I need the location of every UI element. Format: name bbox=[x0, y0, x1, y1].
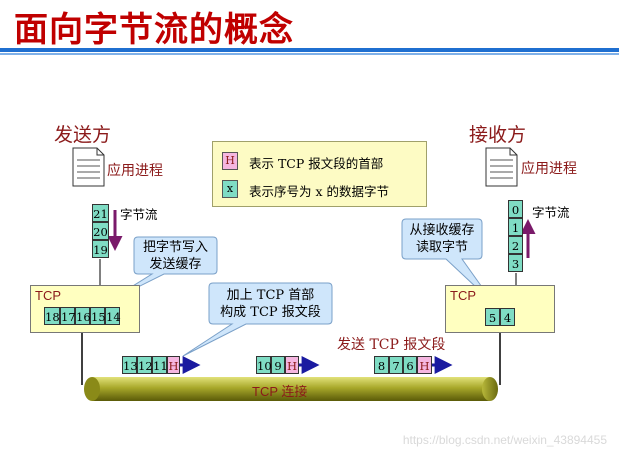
receiver-callout-line2: 读取字节 bbox=[415, 240, 468, 255]
segment-1-byte: 13 bbox=[122, 356, 138, 374]
receiver-callout-line1: 从接收缓存 bbox=[409, 223, 475, 238]
page-title: 面向字节流的概念 bbox=[14, 10, 294, 50]
receiver-stream-label: 字节流 bbox=[532, 205, 570, 220]
sender-tcp-label: TCP bbox=[35, 288, 61, 303]
segment-3-header: H bbox=[417, 356, 432, 374]
tcp-connection-pipe bbox=[92, 377, 490, 401]
sender-buffer-byte: 16 bbox=[75, 307, 91, 325]
receiver-callout-bubble bbox=[401, 218, 495, 305]
legend-header-key: H bbox=[222, 152, 238, 170]
segment-2-header: H bbox=[285, 356, 299, 374]
sender-buffer-byte: 17 bbox=[60, 307, 76, 325]
segment-callout-line2: 构成 TCP 报文段 bbox=[220, 305, 321, 320]
receiver-stream-byte: 0 bbox=[508, 200, 523, 218]
sender-buffer-byte: 15 bbox=[90, 307, 106, 325]
segment-1-byte: 12 bbox=[137, 356, 153, 374]
segment-callout-text: 加上 TCP 首部 构成 TCP 报文段 bbox=[209, 287, 332, 321]
sender-document-icon bbox=[72, 147, 105, 187]
legend-header-text: 表示 TCP 报文段的首部 bbox=[249, 156, 384, 171]
pipe-left-end bbox=[84, 377, 100, 401]
sender-app-label: 应用进程 bbox=[107, 163, 163, 179]
receiver-document-icon bbox=[485, 147, 518, 187]
segment-callout-line1: 加上 TCP 首部 bbox=[226, 288, 315, 303]
sender-buffer-byte: 18 bbox=[44, 307, 60, 325]
receiver-callout-text: 从接收缓存 读取字节 bbox=[402, 222, 482, 256]
sender-callout-line2: 发送缓存 bbox=[149, 257, 202, 272]
segment-3-byte: 8 bbox=[374, 356, 389, 374]
send-segment-label: 发送 TCP 报文段 bbox=[337, 337, 446, 353]
receiver-app-label: 应用进程 bbox=[521, 161, 577, 177]
legend-byte-text: 表示序号为 x 的数据字节 bbox=[249, 184, 389, 199]
sender-stream-label: 字节流 bbox=[120, 207, 158, 222]
sender-stream-byte: 20 bbox=[92, 222, 109, 240]
segment-2-byte: 10 bbox=[256, 356, 272, 374]
sender-stream-byte: 21 bbox=[92, 204, 109, 222]
sender-stream-byte: 19 bbox=[92, 240, 109, 258]
receiver-buffer-byte: 5 bbox=[485, 308, 500, 326]
title-underline-thin bbox=[0, 53, 619, 55]
segment-3-byte: 7 bbox=[389, 356, 403, 374]
legend-box: H 表示 TCP 报文段的首部 x 表示序号为 x 的数据字节 bbox=[212, 141, 427, 207]
segment-1-header: H bbox=[167, 356, 180, 374]
watermark: https://blog.csdn.net/weixin_43894455 bbox=[402, 433, 607, 447]
receiver-tcp-label: TCP bbox=[450, 288, 476, 303]
receiver-stream-byte: 2 bbox=[508, 236, 523, 254]
receiver-stream-byte: 3 bbox=[508, 254, 523, 272]
segment-2-byte: 9 bbox=[271, 356, 285, 374]
title-underline bbox=[0, 48, 619, 52]
segment-1-byte: 11 bbox=[152, 356, 168, 374]
sender-callout-line1: 把字节写入 bbox=[142, 240, 208, 255]
legend-byte-key: x bbox=[222, 180, 238, 198]
sender-label: 发送方 bbox=[54, 124, 112, 146]
segment-callout-bubble bbox=[182, 282, 333, 357]
segment-3-byte: 6 bbox=[403, 356, 417, 374]
pipe-right-end bbox=[482, 377, 498, 401]
tcp-connection-label: TCP 连接 bbox=[252, 384, 308, 399]
sender-buffer-byte: 14 bbox=[105, 307, 121, 325]
receiver-label: 接收方 bbox=[469, 124, 527, 146]
sender-callout-text: 把字节写入 发送缓存 bbox=[134, 239, 217, 273]
receiver-buffer-byte: 4 bbox=[500, 308, 515, 326]
receiver-stream-byte: 1 bbox=[508, 218, 523, 236]
